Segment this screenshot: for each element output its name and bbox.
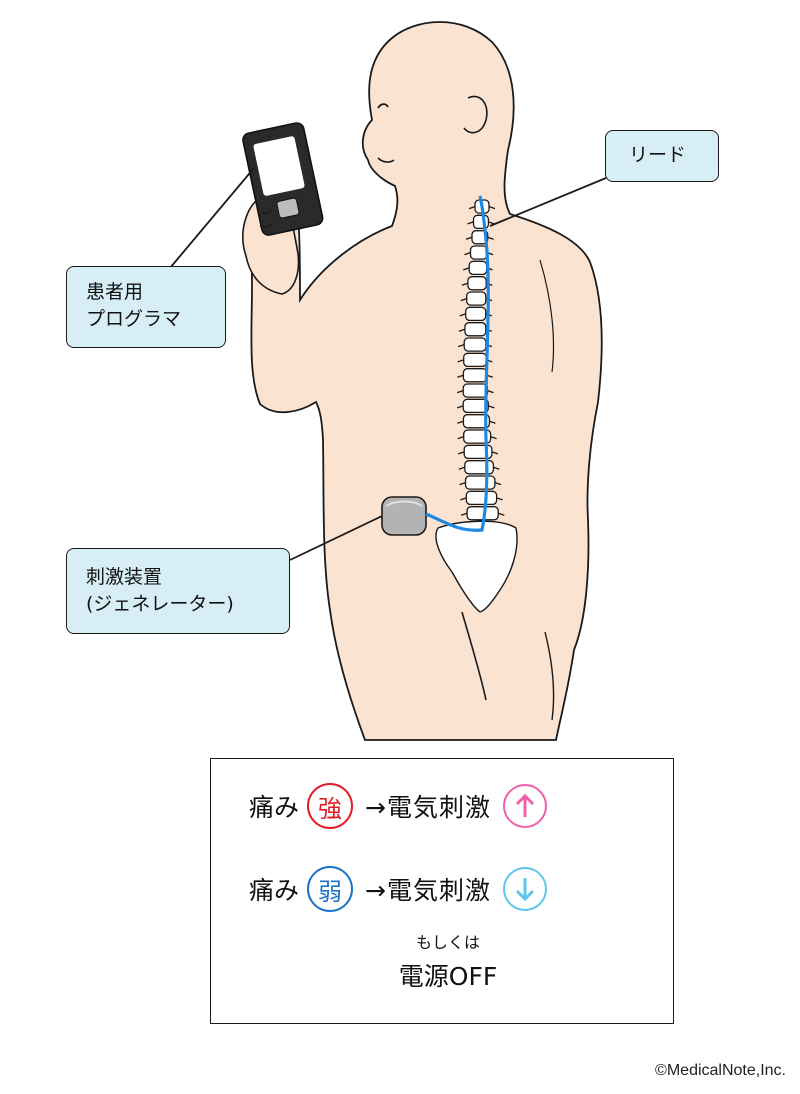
vertebra [464,460,495,475]
sacrum [435,520,518,613]
vertebra-process [457,435,497,440]
vertebra-process [458,466,500,470]
side-contour [544,631,555,721]
vertebra [464,475,496,490]
legend-row-strong-pain: 痛み 強 →電気刺激 [249,781,547,831]
patient-programmer-callout: 患者用 プログラマ [66,266,226,348]
vertebra-process [457,451,499,455]
generator-leader-line [289,515,383,561]
lead-wire [425,195,490,532]
vertebra-process [457,420,496,424]
vertebra [468,260,488,276]
legend-row-weak-pain: 痛み 弱 →電気刺激 [249,864,547,914]
programmer-leader-line [169,167,255,269]
vertebra-process [456,389,494,394]
vertebra [466,291,487,306]
pain-label: 痛み [249,793,300,822]
eye [377,103,389,109]
vertebra-process [456,405,495,409]
vertebra-process [459,481,502,486]
vertebra-process [467,221,495,225]
stimulator-device [381,496,427,536]
strong-badge: 強 [307,783,354,829]
lead-leader-line [489,177,607,227]
vertebra [462,383,489,398]
vertebra [463,429,492,444]
vertebra [463,337,487,352]
stimulation-label: →電気刺激 [365,876,491,905]
arrow-down-icon [502,867,547,911]
vertebra [469,245,488,260]
mouth [377,157,395,163]
buttock-line [461,611,487,701]
vertebra [463,352,487,368]
arrow-up-icon [502,784,547,828]
vertebra-process [468,205,496,210]
lead-callout: リード [605,130,719,182]
vertebra-process [460,512,505,516]
weak-badge: 弱 [307,866,354,912]
vertebra-process [465,236,494,240]
power-off-label: 電源OFF [398,962,498,991]
vertebra [465,306,487,322]
legend-box: 痛み 強 →電気刺激 痛み 弱 →電気刺激 もしくは 電源OFF [210,758,674,1024]
patient-programmer-device [242,122,324,236]
copyright-credit: ©MedicalNote,Inc. [655,1062,786,1079]
shoulder-blade-line [539,259,555,373]
pain-label: 痛み [249,876,300,905]
vertebra [464,322,487,337]
vertebra [462,398,489,414]
ear [463,95,488,134]
vertebra-process [460,497,503,501]
vertebra [467,276,487,291]
stimulator-highlight [385,500,423,507]
fingers [259,209,273,229]
stimulator-callout: 刺激装置 (ジェネレーター) [66,548,290,634]
or-label: もしくは [415,933,480,952]
vertebra [465,490,498,506]
vertebra [462,368,488,383]
stimulation-label: →電気刺激 [365,793,491,822]
